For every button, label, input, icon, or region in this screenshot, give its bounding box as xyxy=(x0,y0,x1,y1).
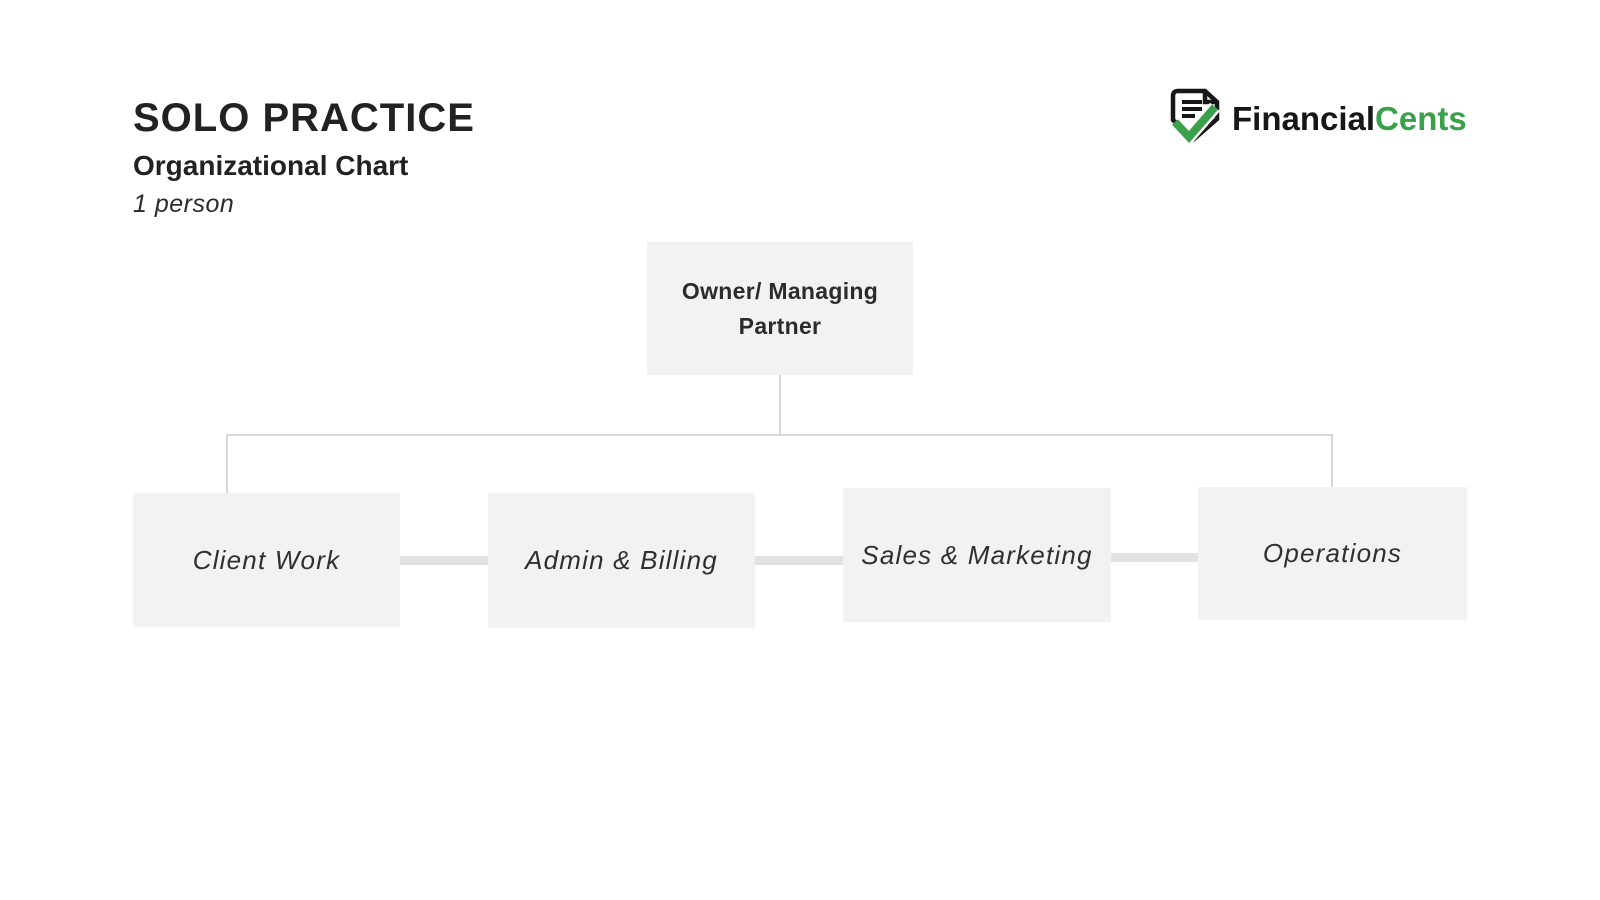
title-block: SOLO PRACTICE Organizational Chart 1 per… xyxy=(133,96,475,219)
page-subtitle: Organizational Chart xyxy=(133,150,409,181)
page-title: SOLO PRACTICE xyxy=(133,96,475,140)
org-node-client-work: Client Work xyxy=(133,493,400,627)
connector-left-drop xyxy=(226,434,228,494)
org-node-label: Admin & Billing xyxy=(525,545,718,575)
financial-cents-logo: FinancialCents xyxy=(1168,86,1467,151)
org-node-operations: Operations xyxy=(1198,487,1467,620)
headcount-note: 1 person xyxy=(133,190,235,218)
org-node-owner-managing-partner: Owner/ Managing Partner xyxy=(647,242,913,375)
logo-text-financial: Financial xyxy=(1232,99,1376,137)
badge-check-document-icon xyxy=(1168,86,1224,151)
logo-text-cents: Cents xyxy=(1375,99,1467,137)
org-node-label: Client Work xyxy=(192,544,341,575)
sibling-link-client-admin xyxy=(398,556,490,565)
sibling-link-sales-operations xyxy=(1109,553,1200,562)
connector-root-drop xyxy=(779,375,781,435)
connector-right-drop xyxy=(1331,434,1333,488)
org-node-label: Operations xyxy=(1262,538,1403,568)
org-node-sales-marketing: Sales & Marketing xyxy=(843,488,1111,622)
org-node-admin-billing: Admin & Billing xyxy=(488,493,755,628)
connector-horizontal-rail xyxy=(226,434,1333,436)
logo-wordmark: FinancialCents xyxy=(1232,100,1467,138)
sibling-link-admin-sales xyxy=(753,556,845,565)
org-node-label: Sales & Marketing xyxy=(861,539,1093,570)
org-node-label: Owner/ Managing Partner xyxy=(681,278,879,339)
